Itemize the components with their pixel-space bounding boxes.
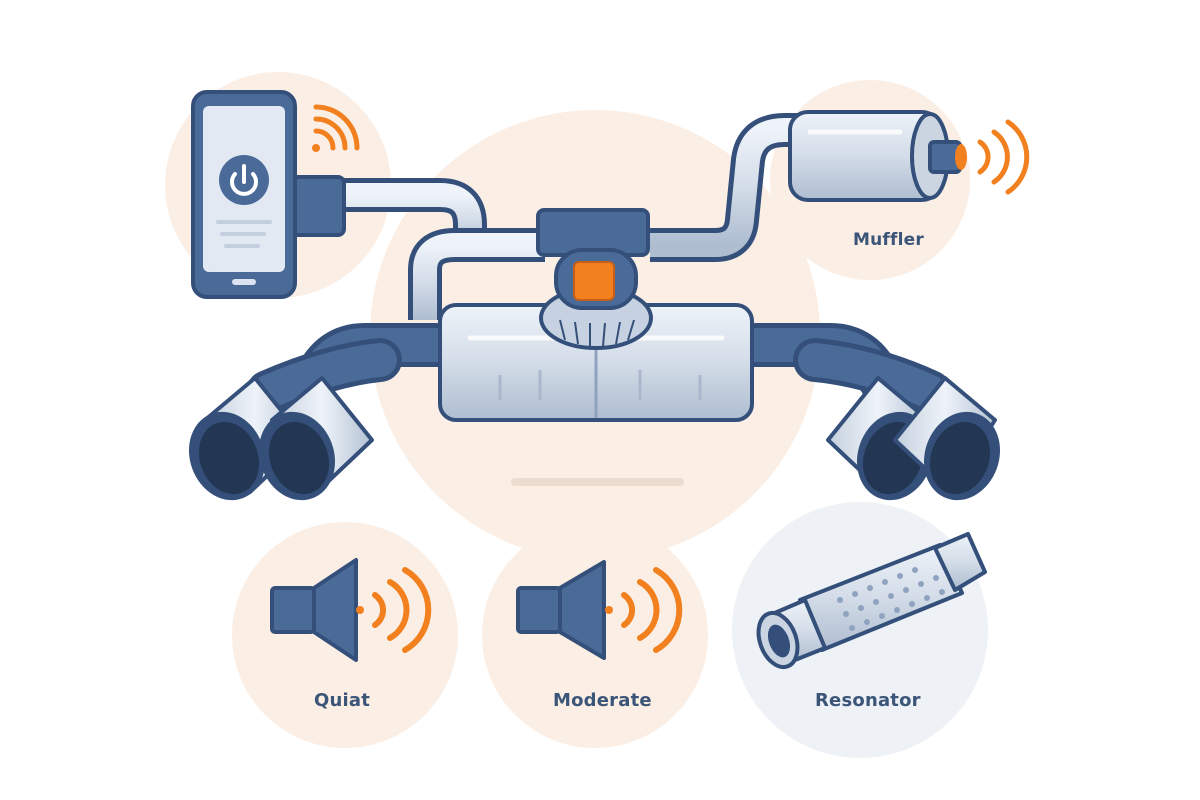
speaker-moderate-icon — [516, 560, 613, 660]
quiet-label: Quiat — [314, 690, 371, 711]
resonator-icon — [756, 532, 987, 670]
moderate-label: Moderate — [553, 690, 652, 711]
right-connector-pipe — [650, 113, 802, 262]
wireless-signal-icon — [312, 104, 360, 152]
right-outer-exhaust-tip — [893, 376, 1001, 501]
moderate-sound-waves-icon — [621, 567, 683, 653]
phone-mount-bracket — [290, 175, 346, 237]
left-tailpipe-connector — [246, 323, 440, 424]
left-connector-pipe — [300, 178, 487, 245]
left-inner-exhaust-tip — [258, 376, 374, 501]
muffler-sound-waves-icon — [977, 119, 1030, 195]
resonator-label: Resonator — [815, 690, 921, 711]
valve-actuator-icon — [536, 208, 653, 350]
quiet-sound-waves-icon — [372, 567, 432, 653]
muffler-label: Muffler — [853, 230, 924, 250]
speaker-quiet-icon — [270, 558, 364, 662]
muffler-icon — [788, 110, 967, 202]
inlet-pipe — [408, 228, 545, 320]
smartphone-power-icon — [191, 90, 297, 299]
